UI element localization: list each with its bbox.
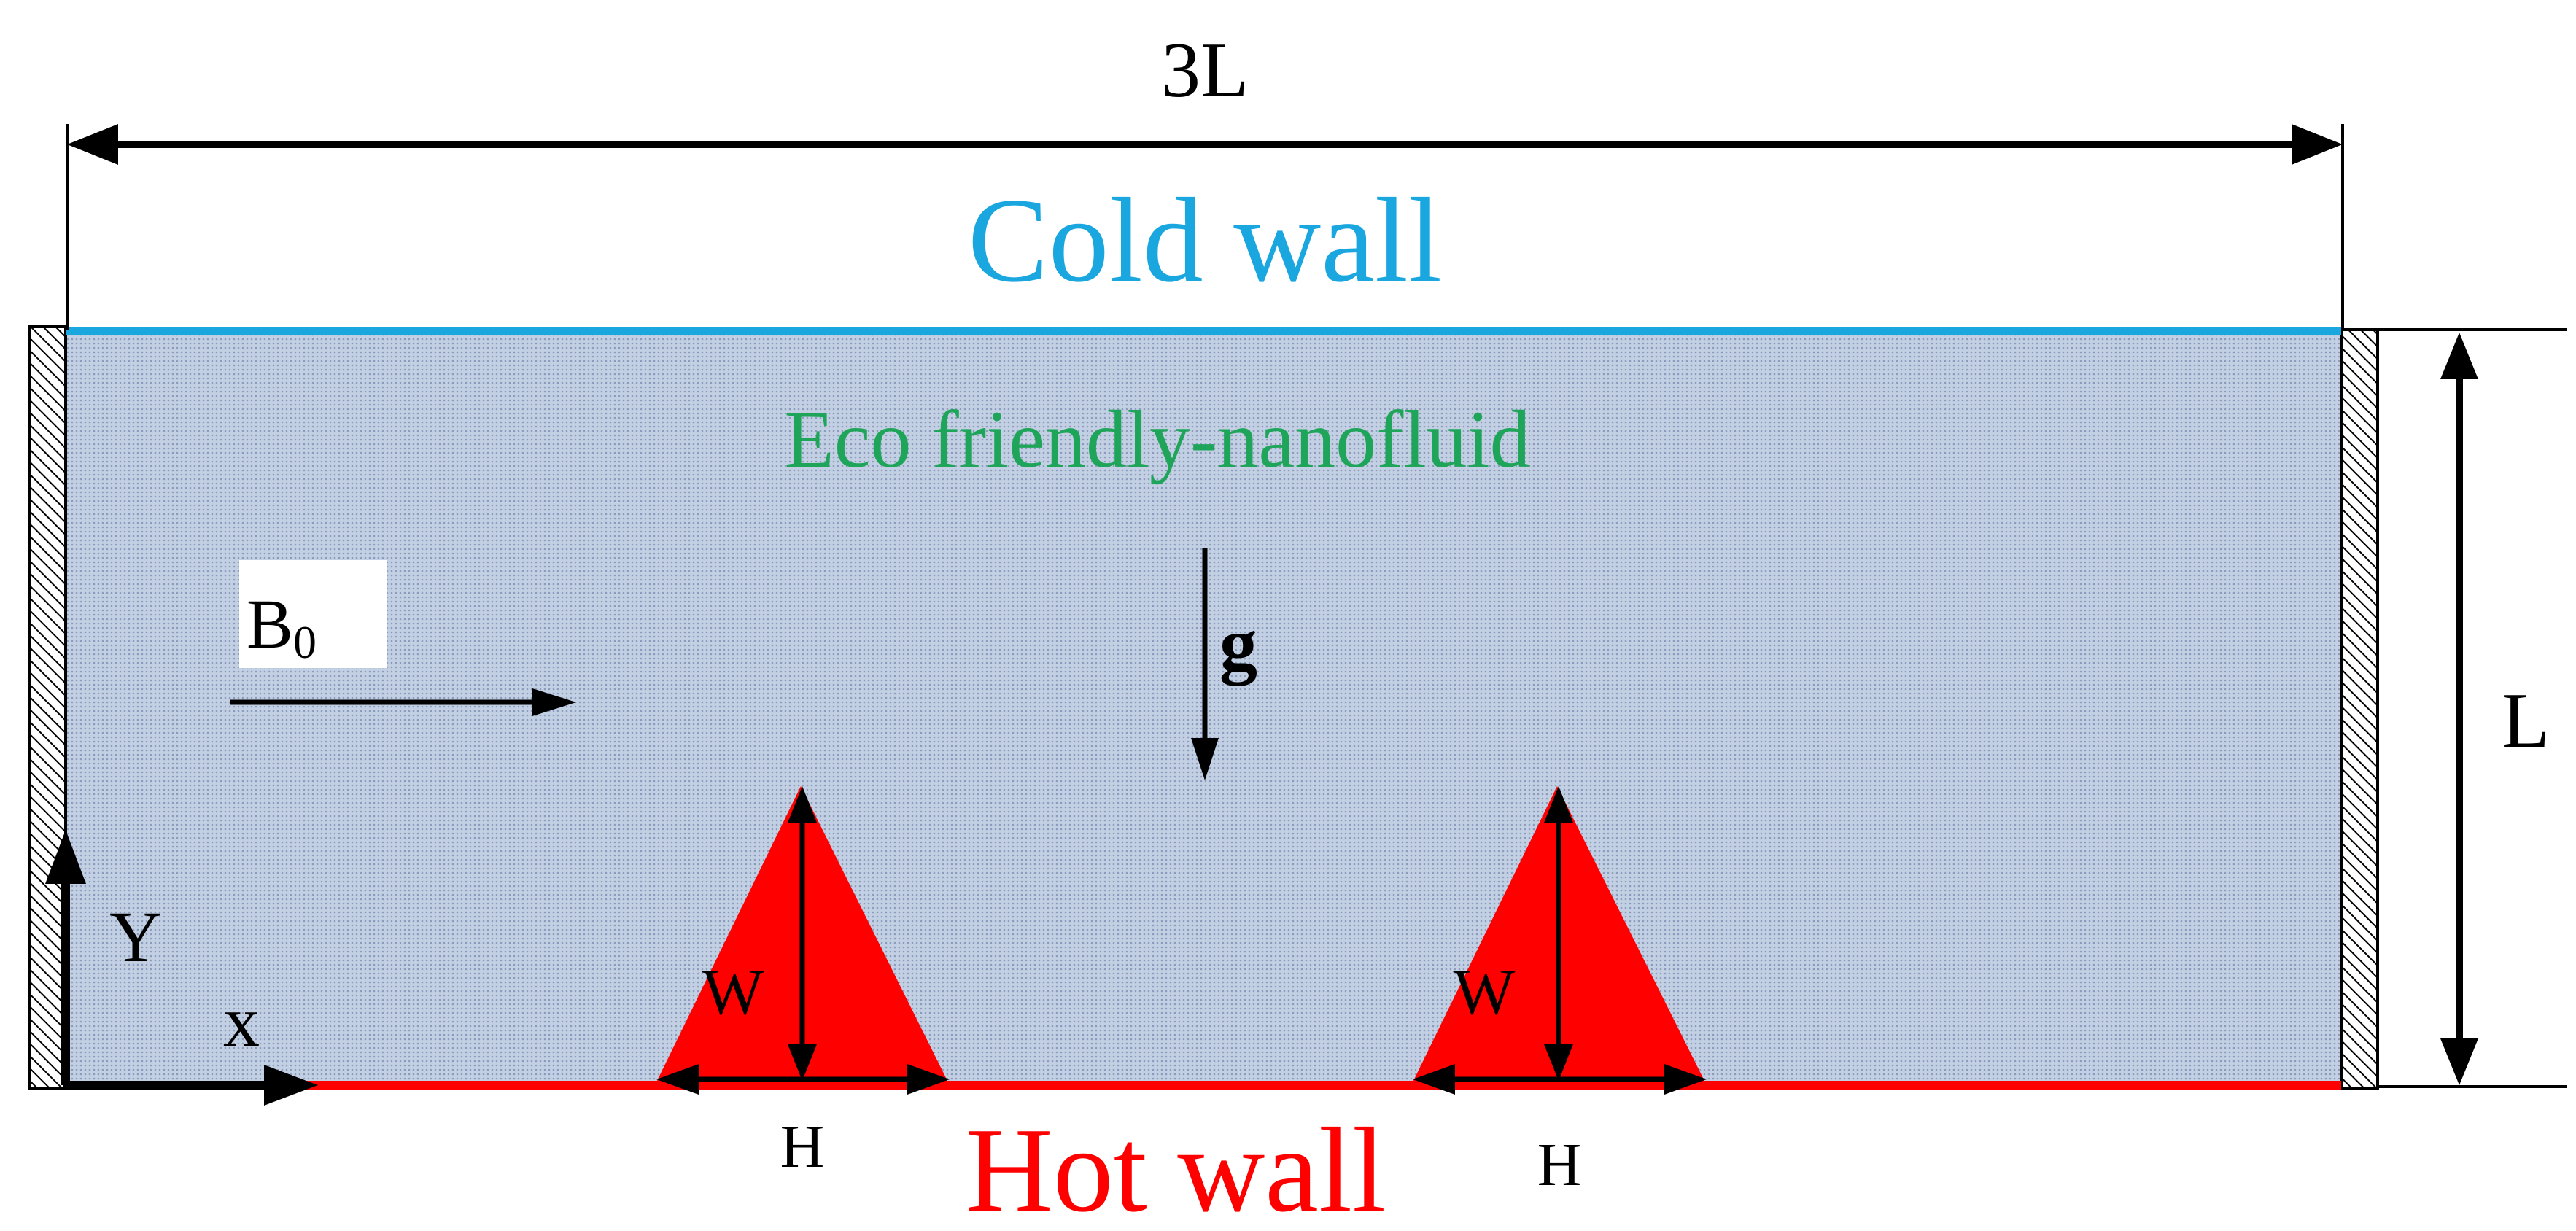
hot-wall-label: Hot wall <box>966 1103 1386 1231</box>
height-arrow-top <box>2440 333 2478 379</box>
fluid-label: Eco friendly-nanofluid <box>784 395 1530 485</box>
width-arrow-right <box>2292 124 2343 165</box>
cold-wall-label: Cold wall <box>968 173 1442 307</box>
fin1-height-label: W <box>702 956 764 1028</box>
fin1-height-arrow-top <box>788 786 817 823</box>
fin2-height-arrow-top <box>1544 786 1573 823</box>
y-axis-arrow <box>45 830 86 884</box>
fin1-width-arrow-left <box>656 1064 699 1095</box>
width-dimension-label: 3L <box>1161 27 1249 114</box>
width-arrow-left <box>67 124 118 165</box>
fin2-width-arrow-left <box>1413 1064 1455 1095</box>
fin1-width-label: H <box>780 1113 825 1181</box>
fin2-width-label: H <box>1537 1131 1582 1199</box>
left-adiabatic-wall <box>28 325 67 1090</box>
height-dimension-label: L <box>2502 677 2550 764</box>
fin2-height-arrow-bottom <box>1544 1044 1573 1081</box>
fin2-height-label: W <box>1454 956 1516 1028</box>
magnetic-field-subscript: 0 <box>293 616 317 668</box>
x-axis-arrow <box>264 1065 318 1106</box>
fin1-width-arrow-right <box>907 1064 950 1095</box>
right-adiabatic-wall <box>2340 328 2379 1090</box>
magnetic-label-box <box>239 560 387 668</box>
y-axis-label: Y <box>109 896 162 977</box>
x-axis-label: x <box>223 981 260 1062</box>
height-arrow-bottom <box>2440 1038 2478 1085</box>
gravity-label: g <box>1219 602 1257 686</box>
magnetic-field-symbol: B <box>247 585 293 663</box>
magnetic-field-arrow-head <box>532 688 576 716</box>
gravity-arrow-head <box>1191 738 1219 780</box>
magnetic-field-label: B0 <box>247 585 317 668</box>
fin2-width-arrow-right <box>1664 1064 1707 1095</box>
fin1-height-arrow-bottom <box>788 1044 817 1081</box>
